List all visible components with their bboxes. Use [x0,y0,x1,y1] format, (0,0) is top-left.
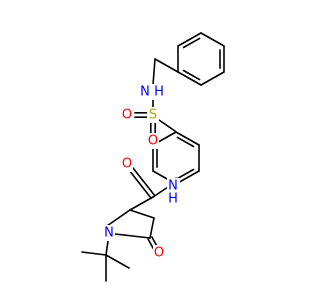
pyrrolidinone-bond [149,217,155,239]
carbonyl-ring-bond [129,196,154,211]
sulfonyl-oxygen-bottom-label: O [148,134,158,149]
bond-layer [81,32,225,282]
phenylene-ring-inner-bond [176,136,195,148]
pyrrolidinone-bond [129,209,155,219]
n-tertbutyl-bond [105,240,109,256]
ethyl-bond [154,58,179,73]
sulfonamide-nitrogen-label: N [140,85,150,100]
amide-oxygen-label: O [122,157,132,172]
amide-hydrogen-label: H [168,192,178,207]
phenyl-ring-bond [177,32,202,47]
molecule-structure: S O O N H N H O N O [81,32,225,282]
pyrrolidinone-bond [114,233,151,239]
carbonyl-double-bond [128,169,153,200]
phenyl-ring-inner-bond [182,69,201,81]
amide-nitrogen-label: N [168,179,178,194]
tertbutyl-methyl-bond [81,251,107,256]
phenyl-ring-inner-bond [182,37,201,49]
sulfonamide-hydrogen-label: H [154,85,164,100]
ethyl-bond [152,58,156,86]
atom-label-layer: S O O N H N H O N O [103,84,180,261]
lactam-oxygen-label: O [154,246,164,261]
phenyl-ring-bond [200,71,225,86]
amide-bond [152,186,169,198]
sulfonyl-oxygen-left-label: O [122,108,132,123]
carbonyl-double-bond [131,166,156,197]
pyrrolidine-nitrogen-label: N [104,226,114,241]
phenylene-ring-inner-bond [176,168,195,180]
phenylene-ring-bond [175,131,200,146]
sulfonyl-sulfur-label: S [149,108,157,123]
phenyl-ring-bond [200,32,225,47]
tertbutyl-methyl-bond [105,254,130,269]
phenyl-ring-bond [177,71,202,86]
sulfonyl-aryl-bond [158,119,176,132]
